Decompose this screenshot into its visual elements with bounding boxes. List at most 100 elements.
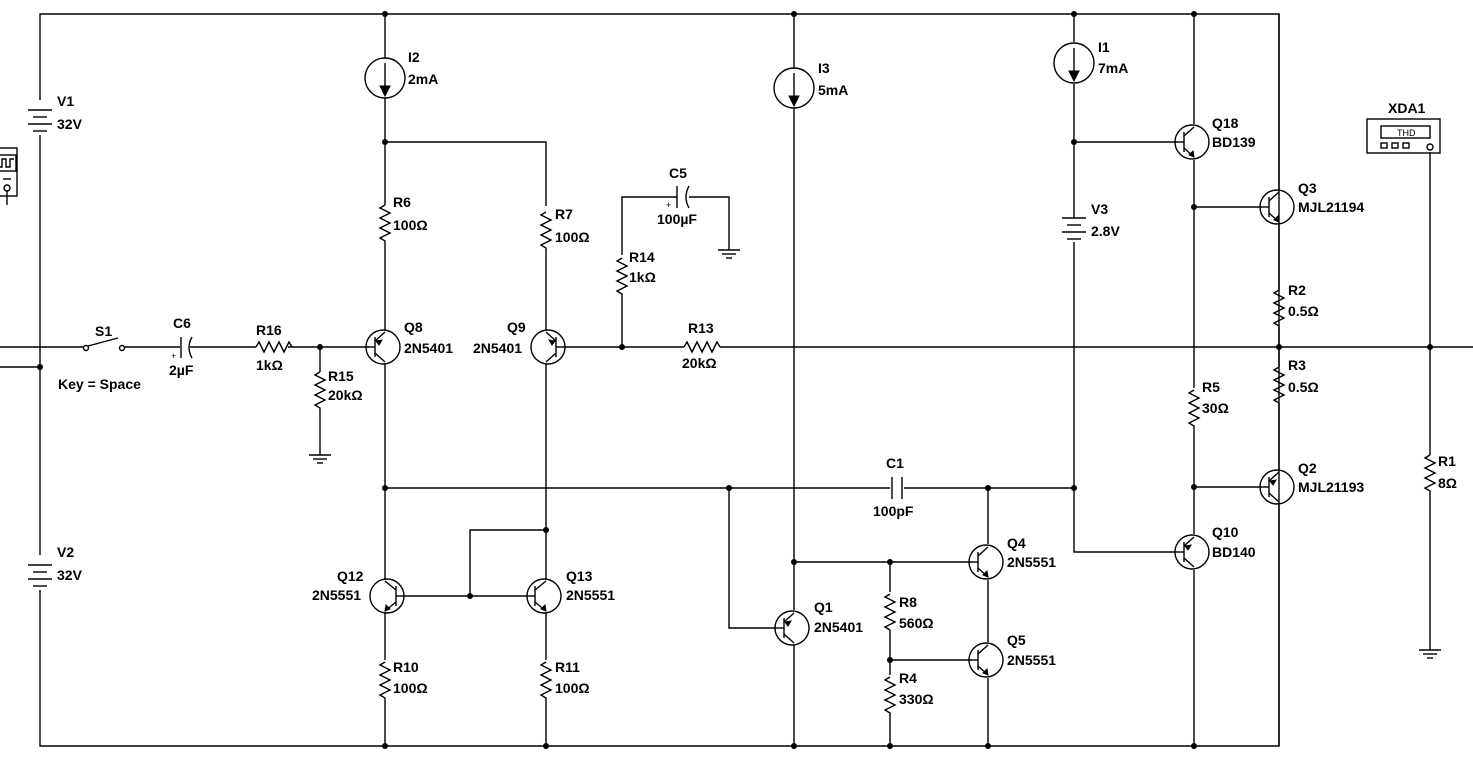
q8-ref: Q8 [404, 319, 423, 335]
q9-ref: Q9 [507, 319, 526, 335]
resistor-r3 [1272, 366, 1286, 405]
xda1-ref: XDA1 [1388, 100, 1426, 116]
q12-ref: Q12 [337, 568, 364, 584]
ground-symbol [718, 249, 740, 259]
q12-value: 2N5551 [312, 587, 361, 603]
q10-value: BD140 [1212, 544, 1256, 560]
q2-value: MJL21193 [1298, 479, 1364, 495]
q1-ref: Q1 [814, 599, 833, 615]
i1-value: 7mA [1098, 60, 1128, 76]
resistor-r2 [1272, 289, 1286, 328]
resistor-r8 [883, 593, 897, 632]
r7-value: 100Ω [555, 229, 590, 245]
ground-symbol [1419, 649, 1441, 659]
transistor-q2 [1259, 469, 1295, 505]
q4-ref: Q4 [1007, 535, 1026, 551]
transistor-q1 [774, 610, 810, 646]
r5-value: 30Ω [1202, 400, 1229, 416]
i1-ref: I1 [1098, 39, 1110, 55]
q18-ref: Q18 [1212, 115, 1239, 131]
v1-ref: V1 [57, 93, 74, 109]
resistor-r15 [313, 371, 327, 412]
v2-value: 32V [57, 567, 83, 583]
c5-value: 100µF [657, 211, 697, 227]
switch-s1 [82, 337, 126, 352]
r8-value: 560Ω [899, 615, 934, 631]
v2-ref: V2 [57, 544, 74, 560]
v3-value: 2.8V [1091, 223, 1120, 239]
transistor-q12 [369, 578, 405, 614]
v1-value: 32V [57, 116, 83, 132]
q3-ref: Q3 [1298, 180, 1317, 196]
c1-value: 100pF [873, 503, 914, 519]
q13-ref: Q13 [566, 568, 593, 584]
transistor-q5 [968, 642, 1004, 678]
c6-value: 2µF [169, 362, 194, 378]
i2-value: 2mA [408, 71, 438, 87]
r3-value: 0.5Ω [1288, 379, 1319, 395]
resistor-r7 [539, 211, 553, 250]
q13-value: 2N5551 [566, 587, 615, 603]
r14-ref: R14 [629, 249, 655, 265]
capacitor-c5: + [666, 185, 690, 210]
transistor-q3 [1259, 189, 1295, 225]
r13-ref: R13 [688, 320, 714, 336]
q5-ref: Q5 [1007, 632, 1026, 648]
svg-text:+: + [171, 351, 176, 361]
c5-ref: C5 [669, 165, 687, 181]
battery-v1 [25, 100, 55, 135]
resistor-r16 [255, 340, 293, 354]
q5-value: 2N5551 [1007, 652, 1056, 668]
r1-value: 8Ω [1438, 475, 1457, 491]
q2-ref: Q2 [1298, 460, 1317, 476]
resistor-r6 [378, 204, 392, 243]
r8-ref: R8 [899, 594, 917, 610]
q3-value: MJL21194 [1298, 199, 1364, 215]
transistor-q4 [968, 544, 1004, 580]
q9-value: 2N5401 [473, 340, 522, 356]
r14-value: 1kΩ [629, 269, 656, 285]
current-source-i1 [1053, 42, 1095, 84]
capacitor-c1 [890, 477, 904, 499]
transistor-q8 [365, 329, 401, 365]
r2-ref: R2 [1288, 282, 1306, 298]
resistor-r4 [883, 676, 897, 715]
s1-ref: S1 [95, 323, 112, 339]
transistor-q9 [530, 329, 566, 365]
v3-ref: V3 [1091, 201, 1108, 217]
r15-ref: R15 [328, 368, 354, 384]
transistor-q18 [1174, 124, 1210, 160]
r7-ref: R7 [555, 206, 573, 222]
current-source-i2 [364, 57, 406, 99]
junction-dots [37, 11, 1433, 749]
c1-ref: C1 [886, 455, 904, 471]
battery-v3 [1062, 217, 1086, 240]
resistor-r1 [1423, 454, 1437, 495]
r16-ref: R16 [256, 322, 282, 338]
svg-text:+: + [666, 200, 671, 210]
current-source-i3 [773, 67, 815, 109]
r15-value: 20kΩ [328, 387, 363, 403]
distortion-analyzer-xda1[interactable]: THD [1366, 118, 1441, 154]
s1-key: Key = Space [58, 376, 141, 392]
r10-ref: R10 [393, 659, 419, 675]
resistor-r13 [683, 340, 721, 354]
wires [0, 13, 1473, 747]
transistor-q10 [1174, 534, 1210, 570]
ground-symbol [309, 454, 331, 464]
r6-value: 100Ω [393, 217, 428, 233]
capacitor-c6: + [171, 336, 193, 361]
c6-ref: C6 [173, 315, 191, 331]
function-generator-icon[interactable] [0, 147, 18, 197]
r16-value: 1kΩ [256, 357, 283, 373]
i3-ref: I3 [818, 60, 830, 76]
resistor-r5 [1187, 389, 1201, 428]
battery-v2 [25, 555, 55, 590]
r6-ref: R6 [393, 194, 411, 210]
r4-value: 330Ω [899, 691, 934, 707]
q18-value: BD139 [1212, 134, 1256, 150]
r5-ref: R5 [1202, 379, 1220, 395]
r4-ref: R4 [899, 670, 917, 686]
q4-value: 2N5551 [1007, 554, 1056, 570]
